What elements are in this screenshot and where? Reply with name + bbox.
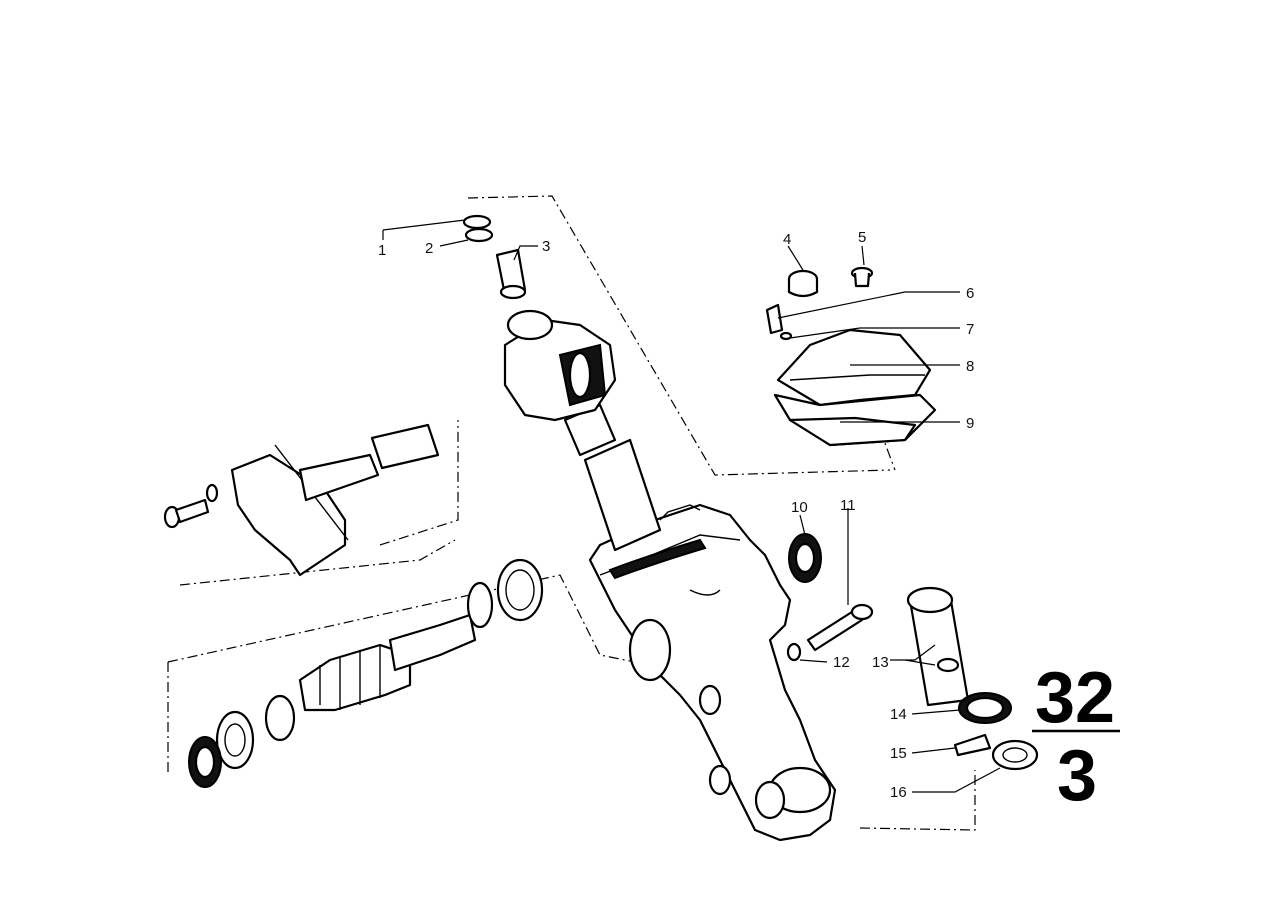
callout-4: 4 xyxy=(783,231,791,248)
callout-2: 2 xyxy=(425,240,433,257)
left-flange-shaft xyxy=(163,423,440,577)
callout-8: 8 xyxy=(966,358,974,375)
side-cover-assembly xyxy=(765,266,937,447)
upper-steering-shaft xyxy=(462,214,662,552)
group-number-main: 32 xyxy=(1035,658,1115,738)
callout-13: 13 xyxy=(872,654,889,671)
steering-gear-housing xyxy=(588,503,837,842)
callout-1: 1 xyxy=(378,242,386,259)
callout-3: 3 xyxy=(542,238,550,255)
callout-11: 11 xyxy=(840,497,856,514)
callout-numbers: 1 2 3 4 5 6 7 8 9 10 11 12 13 14 15 16 xyxy=(378,229,974,801)
callout-16: 16 xyxy=(890,784,907,801)
callout-10: 10 xyxy=(791,499,808,516)
group-number-sub: 3 xyxy=(1057,736,1097,816)
callout-15: 15 xyxy=(890,745,907,762)
callout-14: 14 xyxy=(890,706,907,723)
callout-12: 12 xyxy=(833,654,850,671)
pitman-arm-parts xyxy=(786,533,1039,771)
callout-5: 5 xyxy=(858,229,866,246)
callout-6: 6 xyxy=(966,285,974,302)
assembly-guide-lines xyxy=(167,195,976,831)
callout-9: 9 xyxy=(966,415,974,432)
callout-7: 7 xyxy=(966,321,974,338)
group-number: 32 3 xyxy=(1032,658,1120,816)
worm-shaft-assembly xyxy=(188,558,544,788)
callout-leader-lines xyxy=(382,219,1001,793)
